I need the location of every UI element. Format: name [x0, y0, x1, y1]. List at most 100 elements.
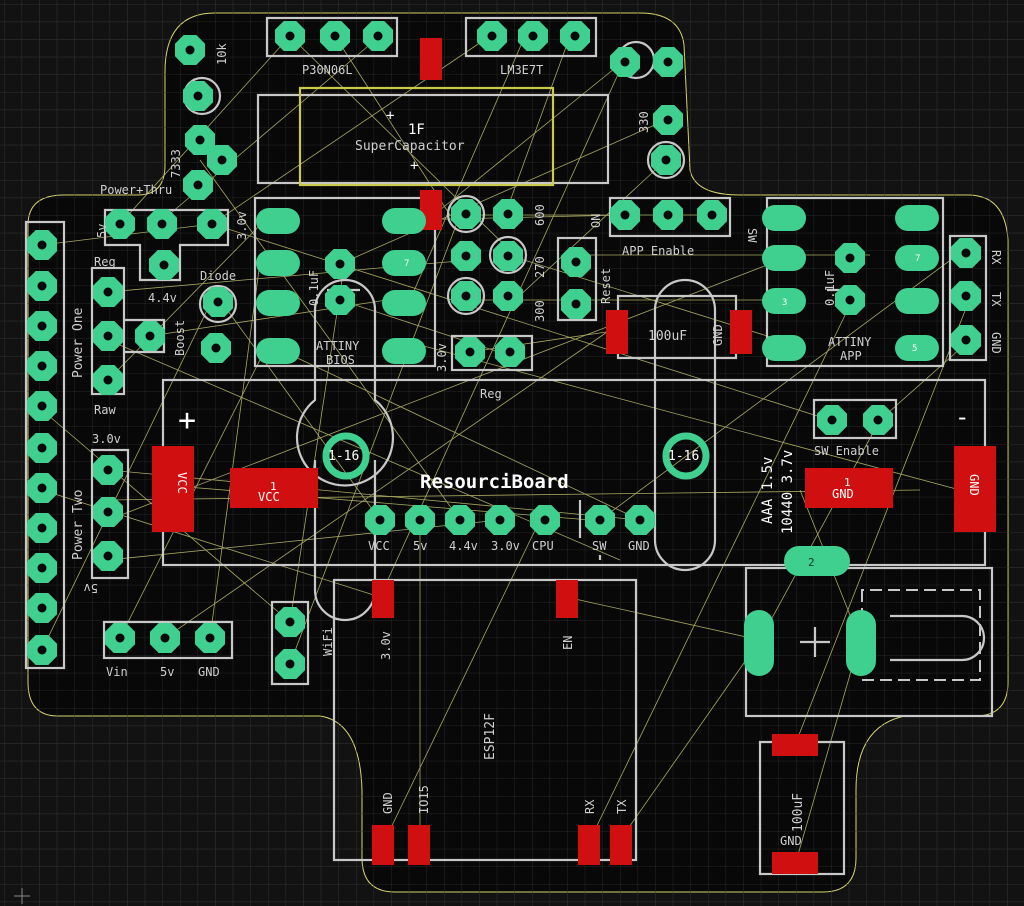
- mounting-hole: [662, 432, 710, 480]
- drill-hole: [461, 251, 471, 261]
- label-gnd-bottom: GND: [198, 665, 220, 679]
- label-gnd-big-1: 1: [844, 476, 851, 489]
- label-3v-mid: 3.0v: [435, 343, 449, 372]
- drill-hole: [205, 633, 215, 643]
- drill-hole: [503, 251, 513, 261]
- drill-hole: [845, 253, 855, 263]
- mounting-hole: [322, 432, 370, 480]
- drill-hole: [845, 295, 855, 305]
- smd-pad: [230, 468, 318, 508]
- drill-hole: [145, 331, 155, 341]
- drill-hole: [285, 31, 295, 41]
- label-hole-right: 1-16: [668, 449, 699, 464]
- drill-hole: [37, 645, 47, 655]
- label-plus-big: +: [178, 403, 196, 438]
- label-330: 330: [637, 111, 651, 133]
- label-esp-3v: 3.0v: [379, 631, 393, 660]
- label-raw: Raw: [94, 403, 116, 417]
- drill-hole: [661, 155, 671, 165]
- label-header-cpu: CPU: [532, 539, 554, 553]
- drill-hole: [195, 135, 205, 145]
- label-on: ON: [589, 214, 603, 228]
- smd-pad: [420, 38, 442, 80]
- drill-hole: [285, 617, 295, 627]
- drill-hole: [415, 515, 425, 525]
- drill-hole: [213, 297, 223, 307]
- label-supercapacitor: SuperCapacitor: [355, 139, 465, 154]
- drill-hole: [37, 523, 47, 533]
- drill-hole: [193, 91, 203, 101]
- drill-hole: [160, 633, 170, 643]
- smd-pad: [772, 852, 818, 874]
- label-attiny-bios-2: BIOS: [326, 353, 355, 367]
- drill-hole: [103, 465, 113, 475]
- label-app-enable: APP Enable: [622, 244, 694, 258]
- label-plus-1: +: [386, 108, 394, 124]
- label-esp-io15: IO15: [417, 785, 431, 814]
- silkscreen: [24, 16, 994, 876]
- drill-hole: [37, 603, 47, 613]
- label-tx-app: TX: [989, 292, 1003, 307]
- label-vcc-2: VCC: [258, 490, 280, 504]
- label-plus-2: +: [410, 158, 418, 174]
- label-header-sw: SW: [592, 539, 607, 553]
- label-attiny-bios-1: ATTINY: [316, 339, 360, 353]
- drill-hole: [103, 507, 113, 517]
- label-vcc-1: 1: [270, 480, 277, 493]
- label-vcc-vert: VCC: [175, 472, 189, 494]
- label-boost: Boost: [173, 320, 187, 356]
- drill-hole: [505, 347, 515, 357]
- drill-hole: [487, 31, 497, 41]
- smd-pad: [372, 580, 394, 618]
- drill-hole: [207, 219, 217, 229]
- label-4-4v: 4.4v: [148, 291, 177, 305]
- label-1f: 1F: [408, 122, 425, 138]
- drill-hole: [503, 291, 513, 301]
- label-gnd-vert: GND: [967, 474, 981, 496]
- drill-hole: [103, 375, 113, 385]
- drill-hole: [635, 515, 645, 525]
- drill-hole: [37, 281, 47, 291]
- drill-hole: [663, 57, 673, 67]
- label-100uf-top: 100uF: [648, 329, 687, 344]
- label-reset: Reset: [599, 268, 613, 304]
- drill-hole: [37, 401, 47, 411]
- label-diode: Diode: [200, 269, 236, 283]
- origin-cross: [14, 888, 30, 904]
- drill-hole: [961, 335, 971, 345]
- drill-hole: [528, 31, 538, 41]
- label-270: 270: [533, 256, 547, 278]
- drill-hole: [335, 295, 345, 305]
- smd-pad: [408, 825, 430, 865]
- label-aaa: AAA 1.5v: [760, 457, 776, 524]
- label-attiny-app-1: ATTINY: [828, 335, 872, 349]
- drill-hole: [663, 210, 673, 220]
- drill-hole: [707, 210, 717, 220]
- drill-hole: [193, 180, 203, 190]
- label-lm3e7t: LM3E7T: [500, 63, 543, 77]
- label-power-two: Power Two: [71, 490, 86, 560]
- label-sw: SW: [745, 228, 759, 243]
- label-reg-mid: Reg: [480, 387, 502, 401]
- label-wifi: WiFi: [321, 627, 335, 656]
- drill-hole: [185, 45, 195, 55]
- label-hole-left: 1-16: [328, 449, 359, 464]
- drill-hole: [961, 291, 971, 301]
- svg-text:5: 5: [912, 344, 917, 354]
- label-gnd-cap: GND: [711, 324, 725, 346]
- drill-hole: [37, 361, 47, 371]
- label-minus-big: -: [955, 403, 969, 431]
- label-header-4-4v: 4.4v: [449, 539, 478, 553]
- label-rx-app: RX: [989, 250, 1003, 265]
- label-header-gnd: GND: [628, 539, 650, 553]
- smd-pad: [730, 310, 752, 354]
- label-10k: 10k: [215, 43, 229, 65]
- smd-pad: [578, 825, 600, 865]
- label-header-3v: 3.0v: [491, 539, 520, 553]
- label-7333: 7333: [169, 149, 183, 178]
- label-gnd-bottom-cap: GND: [780, 834, 802, 848]
- label-100uf-bottom: 100uF: [791, 793, 806, 832]
- label-600: 600: [533, 204, 547, 226]
